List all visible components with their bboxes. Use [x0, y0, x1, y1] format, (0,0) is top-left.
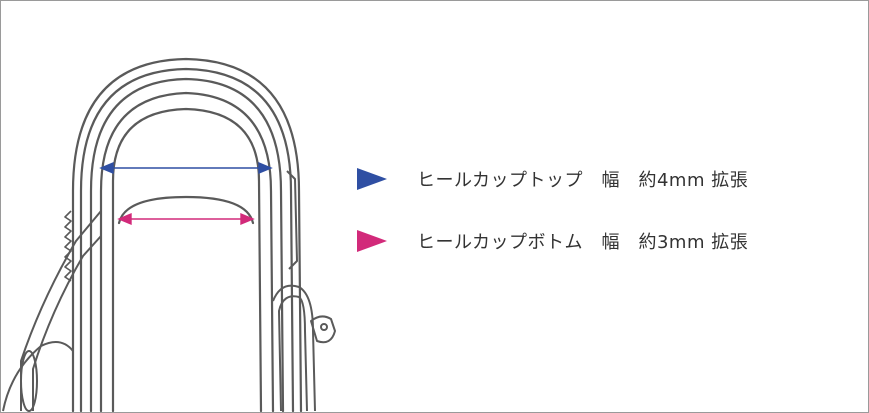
ratchet-teeth: [64, 210, 72, 282]
right-strap-inner: [278, 295, 308, 412]
right-buckle-screw: [320, 323, 328, 331]
heel-cup-opening: [111, 107, 263, 412]
heel-cup-bottom-curve: [117, 195, 255, 225]
right-side-plate: [286, 170, 298, 270]
legend-item-bottom: ヒールカップボトム 幅 約3mm 拡張: [357, 223, 748, 259]
legend: ヒールカップトップ 幅 約4mm 拡張 ヒールカップボトム 幅 約3mm 拡張: [357, 161, 748, 285]
right-strap: [272, 284, 316, 412]
heel-cup-outline-3: [89, 77, 285, 412]
blue-triangle-icon: [357, 168, 387, 190]
pink-triangle-icon: [357, 230, 387, 252]
legend-item-top: ヒールカップトップ 幅 約4mm 拡張: [357, 161, 748, 197]
left-hinge: [20, 350, 38, 412]
legend-text-bottom: ヒールカップボトム 幅 約3mm 拡張: [417, 232, 749, 253]
heel-cup-illustration: [2, 57, 336, 412]
left-strap: [20, 210, 102, 411]
heel-cup-outer-outline: [71, 57, 303, 412]
right-buckle: [310, 315, 336, 344]
top-width-arrow: [99, 161, 273, 175]
left-highback: [2, 341, 74, 412]
bottom-width-arrow: [117, 212, 255, 226]
legend-text-top: ヒールカップトップ 幅 約4mm 拡張: [417, 170, 749, 191]
heel-cup-inner-outline: [99, 91, 275, 412]
heel-cup-outline-2: [79, 67, 295, 412]
